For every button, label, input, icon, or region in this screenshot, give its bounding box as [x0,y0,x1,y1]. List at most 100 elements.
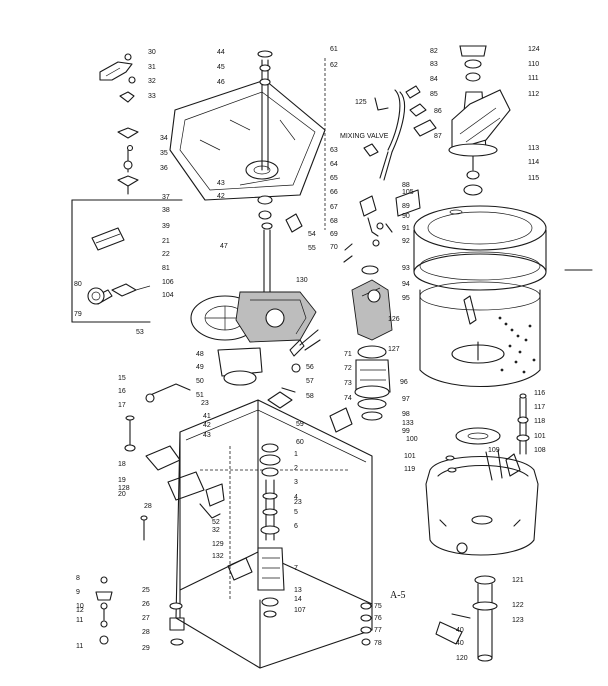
part-label-p109: 109 [488,447,500,454]
part-label-p101: 101 [534,433,546,440]
part-label-p16: 16 [118,388,126,395]
part-label-p64: 64 [330,161,338,168]
part-label-p111: 111 [528,75,539,82]
part-label-p19: 19 [118,477,126,484]
part-label-p118: 118 [534,418,545,425]
part-label-p129: 129 [212,541,224,548]
part-label-p42b: 42 [203,422,211,429]
part-label-p68: 68 [330,218,338,225]
part-label-p52: 52 [212,519,220,526]
part-label-p119: 119 [404,466,415,473]
sheet-label: A-5 [390,590,406,601]
part-label-p67: 67 [330,204,338,211]
part-label-p3: 3 [294,479,298,486]
part-label-p96: 96 [400,379,408,386]
part-label-p51: 51 [196,392,204,399]
part-label-p38: 38 [162,207,170,214]
part-label-p57: 57 [306,378,314,385]
part-label-p11b: 11 [76,643,83,650]
part-label-p35: 35 [160,150,168,157]
part-label-p46: 46 [217,79,225,86]
part-label-p14: 14 [294,596,302,603]
part-label-p71: 71 [344,351,352,358]
part-label-p20: 20 [118,491,126,498]
part-label-p5: 5 [294,509,298,516]
part-label-p7: 7 [294,565,298,572]
part-label-p123: 123 [512,617,524,624]
part-label-p85: 85 [430,91,438,98]
basket-perforations [498,316,536,374]
part-label-p78: 78 [374,640,382,647]
part-label-p12: 12 [76,607,84,614]
part-label-p107: 107 [294,607,306,614]
mixing-valve-group [359,85,437,247]
part-label-p133: 133 [402,420,414,427]
part-label-p53: 53 [136,329,144,336]
part-label-p117: 117 [534,404,545,411]
part-label-p27: 27 [142,615,150,622]
part-label-p120: 120 [456,655,468,662]
part-label-p56: 56 [306,364,314,371]
part-label-p45: 45 [217,64,225,71]
part-label-p8: 8 [76,575,80,582]
part-label-p60: 60 [296,439,304,446]
part-label-p32b: 32 [212,527,220,534]
part-label-p93: 93 [402,265,410,272]
part-label-p28b: 28 [142,629,150,636]
leveling-feet-group [95,576,372,646]
part-label-p124: 124 [528,46,540,53]
part-label-p99: 99 [402,428,410,435]
part-label-p13: 13 [294,587,302,594]
part-label-p95: 95 [402,295,410,302]
part-label-p98: 98 [402,411,410,418]
part-label-p28: 28 [144,503,152,510]
transmission-assembly [190,222,321,393]
part-label-p36: 36 [160,165,168,172]
part-label-p63: 63 [330,147,338,154]
part-label-p126: 126 [388,316,400,323]
part-label-p70: 70 [330,244,338,251]
part-label-p2: 2 [294,465,298,472]
inset-frame [71,199,183,323]
part-label-p91: 91 [402,225,410,232]
part-label-p104: 104 [162,292,174,299]
part-label-p72: 72 [344,365,352,372]
part-label-p90: 90 [402,213,410,220]
part-label-p132: 132 [212,553,224,560]
part-label-p88: 88 [402,182,410,189]
part-label-p25: 25 [142,587,150,594]
part-label-p17: 17 [118,402,126,409]
part-label-p89: 89 [402,203,410,210]
part-label-p80: 80 [74,281,82,288]
part-label-p113: 113 [528,145,539,152]
part-label-p84: 84 [430,76,438,83]
part-label-p62: 62 [330,62,338,69]
part-label-p43: 43 [217,180,225,187]
part-label-p115: 115 [528,175,539,182]
part-label-p106: 106 [162,279,174,286]
part-label-p30: 30 [148,49,156,56]
part-label-p100: 100 [406,436,418,443]
part-label-p44: 44 [217,49,225,56]
suspension-column [227,443,285,618]
part-label-p1: 1 [294,451,298,458]
agitator-group [448,45,511,196]
part-label-p29: 29 [142,645,150,652]
part-label-p110: 110 [528,61,539,68]
part-label-p43b: 43 [203,432,211,439]
part-label-p58: 58 [306,393,314,400]
part-label-p4: 4 [294,494,298,501]
part-label-p122: 122 [512,602,524,609]
part-label-p23b: 23 [294,499,302,506]
part-label-p42: 42 [217,193,225,200]
part-label-p49: 49 [196,364,204,371]
part-label-p41: 41 [203,413,211,420]
left-hardware [124,383,225,541]
part-label-p108: 108 [534,447,546,454]
part-label-p54: 54 [308,231,316,238]
part-label-p127: 127 [388,346,400,353]
part-label-p77: 77 [374,627,382,634]
part-label-p66: 66 [330,189,338,196]
part-label-p81: 81 [162,265,170,272]
